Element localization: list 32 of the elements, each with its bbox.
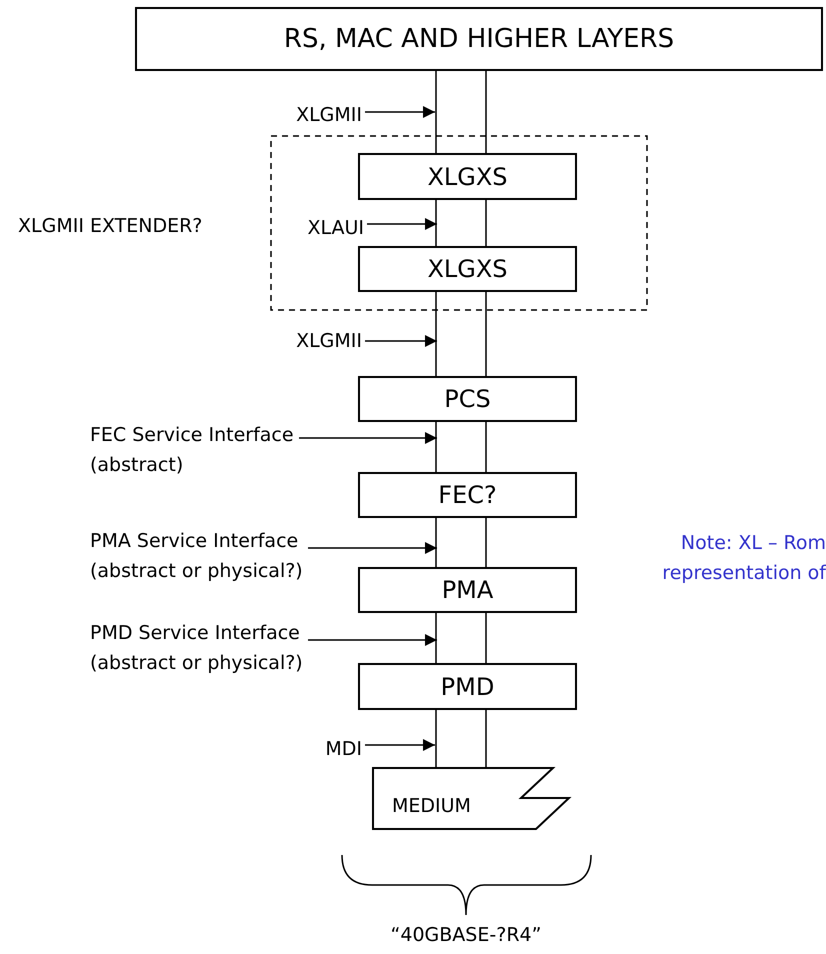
signal-path: [435, 421, 487, 473]
interface-label: XLAUI: [272, 213, 364, 243]
note-text: Note: XL – Rom representation of: [661, 531, 826, 586]
arrow: [308, 542, 437, 554]
layer-box: PMA: [358, 567, 577, 613]
medium-shape: MEDIUM: [372, 767, 572, 830]
interface-label: XLGMII: [150, 326, 362, 356]
interface-label: XLGMII: [150, 100, 362, 130]
layer-box: XLGXS: [358, 153, 577, 200]
layer-box: FEC?: [358, 472, 577, 518]
signal-path: [435, 199, 487, 247]
brace-label: “40GBASE-?R4”: [390, 923, 542, 948]
interface-label: PMA Service Interface (abstract or physical?): [90, 526, 305, 586]
interface-label: MDI: [250, 734, 362, 764]
group-label: XLGMII EXTENDER?: [18, 215, 202, 237]
arrow: [299, 432, 437, 444]
arrow: [365, 335, 437, 347]
arrow: [365, 106, 435, 118]
interface-label: FEC Service Interface (abstract): [90, 420, 296, 480]
layer-box: PCS: [358, 376, 577, 422]
layer-box: RS, MAC AND HIGHER LAYERS: [135, 7, 823, 71]
signal-path: [435, 612, 487, 664]
signal-path: [435, 517, 487, 568]
signal-path: [435, 709, 487, 768]
signal-path: [435, 70, 487, 154]
interface-label: PMD Service Interface (abstract or physical?): [90, 618, 305, 678]
layer-box: PMD: [358, 663, 577, 710]
signal-path: [435, 291, 487, 377]
arrow: [365, 739, 435, 751]
arrow: [308, 634, 437, 646]
arrow: [367, 218, 437, 230]
layer-box: XLGXS: [358, 246, 577, 292]
